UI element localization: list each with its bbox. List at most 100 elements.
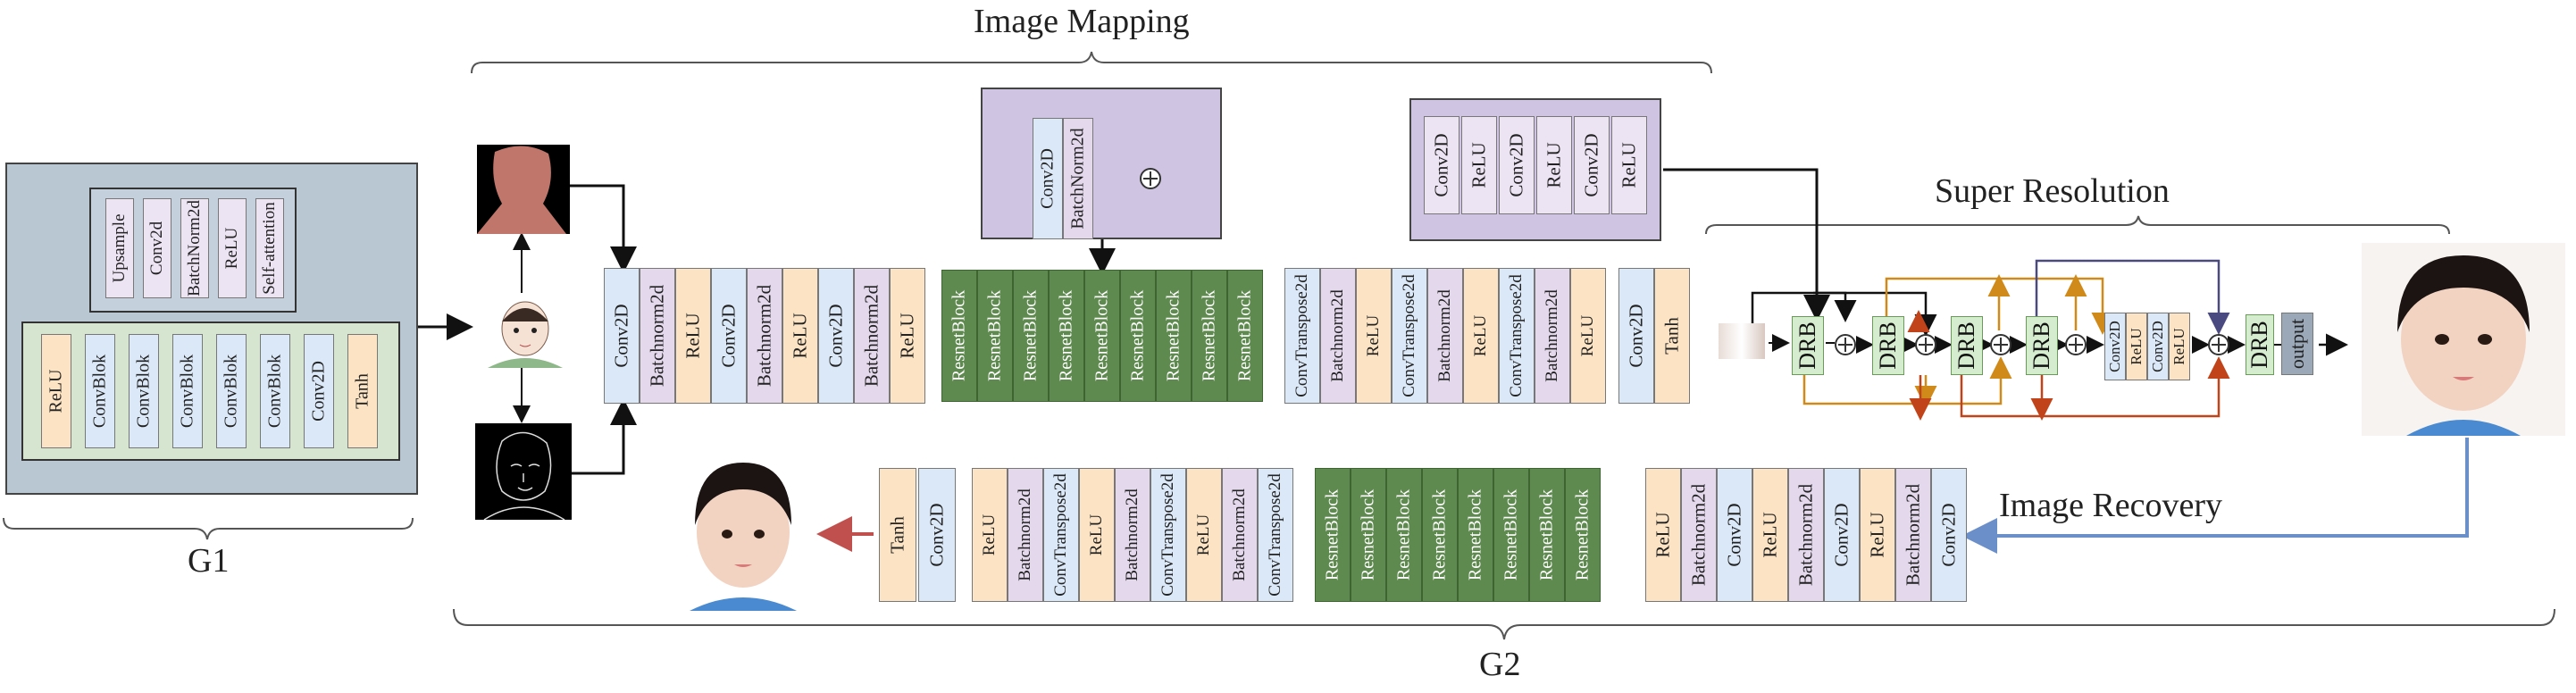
layer-label: ConvTranspose2d bbox=[1292, 274, 1311, 397]
g1-relu: ReLU bbox=[41, 334, 71, 448]
layer-label: Conv2D bbox=[1430, 133, 1452, 197]
layer-label: Conv2D bbox=[2106, 321, 2123, 372]
output-label: output bbox=[2286, 318, 2308, 370]
add-icon bbox=[1915, 334, 1936, 355]
res-resnetblock: ResnetBlock bbox=[1227, 270, 1263, 402]
g1-conv2d: Conv2D bbox=[304, 334, 334, 448]
sr-tail-relu: ReLU bbox=[2169, 313, 2190, 380]
rec-enc-conv2d: Conv2D bbox=[1824, 468, 1860, 602]
layer-label: ResnetBlock bbox=[1393, 488, 1414, 581]
layer-label: ResnetBlock bbox=[1322, 488, 1342, 581]
drb-block: DRB bbox=[2026, 316, 2058, 375]
layer-label: ResnetBlock bbox=[1020, 289, 1041, 382]
rec-enc-conv2d: Conv2D bbox=[1931, 468, 1967, 602]
child-photo-recovered bbox=[672, 454, 815, 611]
rec-res-resnetblock: ResnetBlock bbox=[1422, 468, 1458, 602]
layer-label: ConvTranspose2d bbox=[1400, 274, 1418, 397]
layer-label: ConvTranspose2d bbox=[1158, 473, 1177, 597]
g1-top-conv2d: Conv2d bbox=[143, 198, 171, 298]
rec-res-resnetblock: ResnetBlock bbox=[1565, 468, 1601, 602]
enc-conv2d: Conv2D bbox=[818, 268, 854, 404]
layer-label: ResnetBlock bbox=[1572, 488, 1593, 581]
add-icon bbox=[1835, 334, 1856, 355]
rec-res-resnetblock: ResnetBlock bbox=[1493, 468, 1529, 602]
drb-detail-relu: ReLU bbox=[1536, 116, 1572, 214]
layer-label: ReLU bbox=[1652, 512, 1674, 558]
layer-label: ReLU bbox=[46, 369, 66, 413]
layer-label: ConvBlok bbox=[89, 354, 110, 429]
layer-label: ResnetBlock bbox=[1199, 289, 1219, 382]
layer-label: ConvBlok bbox=[133, 354, 154, 429]
child-photo-hr bbox=[2362, 243, 2565, 436]
add-icon bbox=[2208, 334, 2229, 355]
layer-label: ReLU bbox=[1759, 512, 1781, 558]
layer-label: ReLU bbox=[1866, 512, 1888, 558]
sr-tail-conv2d: Conv2D bbox=[2104, 313, 2126, 380]
drb-block: DRB bbox=[1792, 316, 1824, 375]
g1-title: G1 bbox=[188, 542, 230, 580]
layer-label: ReLU bbox=[2128, 328, 2145, 365]
super-resolution-title: Super Resolution bbox=[1935, 172, 2170, 210]
layer-label: ResnetBlock bbox=[1056, 289, 1076, 382]
image-recovery-title: Image Recovery bbox=[1999, 487, 2223, 524]
g1-tanh: Tanh bbox=[347, 334, 378, 448]
layer-label: Tanh bbox=[886, 516, 908, 554]
g1-convblok: ConvBlok bbox=[216, 334, 247, 448]
g1-top-batchnorm2d: BatchNorm2d bbox=[180, 198, 209, 298]
layer-label: ReLU bbox=[1364, 314, 1383, 357]
layer-label: Upsample bbox=[110, 213, 129, 283]
rec-enc-batchnorm2d: Batchnorm2d bbox=[1681, 468, 1717, 602]
add-icon bbox=[2065, 334, 2087, 355]
rec-res-resnetblock: ResnetBlock bbox=[1386, 468, 1422, 602]
g1-convblok: ConvBlok bbox=[85, 334, 115, 448]
layer-label: Batchnorm2d bbox=[1328, 289, 1347, 382]
dec-relu: ReLU bbox=[1570, 268, 1606, 404]
rec-tail-conv2d: Conv2D bbox=[918, 468, 956, 602]
residual-add-icon bbox=[1140, 168, 1161, 189]
layer-label: ReLU bbox=[1194, 513, 1213, 556]
res-detail-batchnorm2d: BatchNorm2d bbox=[1063, 118, 1093, 239]
rec-dec-batchnorm2d: Batchnorm2d bbox=[1008, 468, 1043, 602]
layer-label: ReLU bbox=[1578, 314, 1597, 357]
layer-label: Conv2D bbox=[1580, 133, 1602, 197]
dec-convtranspose2d: ConvTranspose2d bbox=[1499, 268, 1535, 404]
layer-label: ConvTranspose2d bbox=[1266, 473, 1284, 597]
drb-label: DRB bbox=[1794, 321, 1820, 370]
lr-patch-image bbox=[1719, 323, 1765, 359]
layer-label: Batchnorm2d bbox=[1230, 488, 1249, 581]
layer-label: ResnetBlock bbox=[1536, 488, 1557, 581]
layer-label: Conv2D bbox=[824, 304, 847, 368]
face-mask-image bbox=[477, 145, 570, 234]
res-resnetblock: ResnetBlock bbox=[941, 270, 977, 402]
rec-res-resnetblock: ResnetBlock bbox=[1529, 468, 1565, 602]
res-resnetblock: ResnetBlock bbox=[977, 270, 1013, 402]
layer-label: Conv2D bbox=[1937, 503, 1960, 567]
enc-relu: ReLU bbox=[890, 268, 925, 404]
layer-label: ResnetBlock bbox=[1465, 488, 1485, 581]
enc-batchnorm2d: Batchnorm2d bbox=[854, 268, 890, 404]
rec-res-resnetblock: ResnetBlock bbox=[1351, 468, 1386, 602]
rec-enc-batchnorm2d: Batchnorm2d bbox=[1788, 468, 1824, 602]
layer-label: Batchnorm2d bbox=[1902, 483, 1924, 587]
layer-label: Tanh bbox=[352, 373, 372, 409]
layer-label: ReLU bbox=[1087, 513, 1106, 556]
layer-label: Conv2D bbox=[2149, 321, 2166, 372]
layer-label: ReLU bbox=[789, 313, 811, 359]
drb-detail-relu: ReLU bbox=[1611, 116, 1647, 214]
layer-label: ReLU bbox=[1618, 142, 1640, 188]
layer-label: ResnetBlock bbox=[1091, 289, 1112, 382]
layer-label: Conv2d bbox=[147, 221, 166, 276]
dec-relu: ReLU bbox=[1356, 268, 1392, 404]
rec-dec-relu: ReLU bbox=[972, 468, 1008, 602]
g1-top-self-attention: Self-attention bbox=[255, 198, 284, 298]
layer-label: ResnetBlock bbox=[984, 289, 1005, 382]
add-icon bbox=[1990, 334, 2011, 355]
res-resnetblock: ResnetBlock bbox=[1084, 270, 1120, 402]
layer-label: ReLU bbox=[682, 313, 704, 359]
layer-label: ResnetBlock bbox=[1163, 289, 1183, 382]
layer-label: BatchNorm2d bbox=[185, 200, 204, 296]
rec-dec-convtranspose2d: ConvTranspose2d bbox=[1043, 468, 1079, 602]
layer-label: Conv2D bbox=[1505, 133, 1527, 197]
rec-enc-conv2d: Conv2D bbox=[1717, 468, 1752, 602]
layer-label: Batchnorm2d bbox=[646, 284, 668, 388]
